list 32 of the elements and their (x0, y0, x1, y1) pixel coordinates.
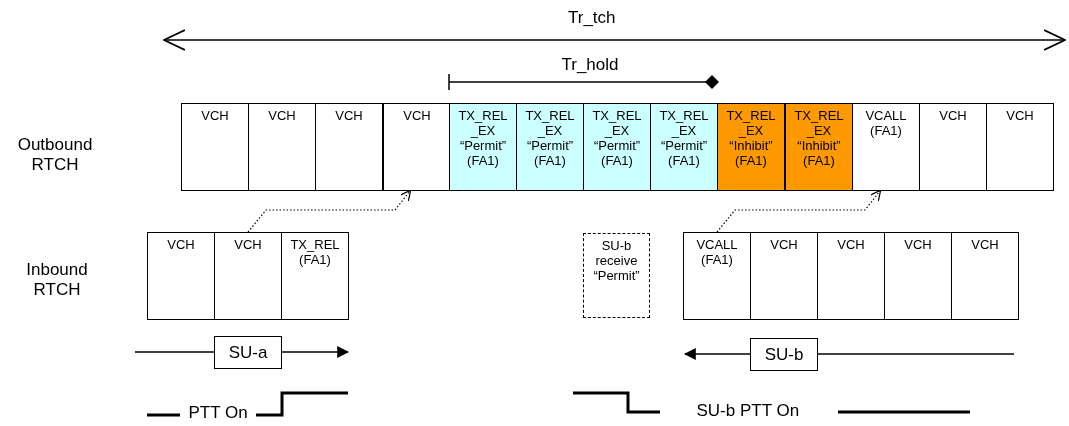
event-box: SU-b receive “Permit” (583, 233, 650, 318)
signal-label: PTT On (188, 403, 248, 423)
time-slot: VCALL (FA1) (683, 232, 751, 320)
arrow (716, 189, 882, 233)
time-slot: VCH (383, 103, 451, 191)
time-slot: VCH (214, 232, 282, 320)
station-box: SU-b (750, 338, 818, 371)
time-slot: TX_REL _EX “Permit” (FA1) (650, 103, 718, 191)
time-slot: VCH (884, 232, 952, 320)
time-slot: VCALL (FA1) (852, 103, 920, 191)
time-slot: TX_REL _EX “Inhibit” (FA1) (785, 103, 853, 191)
dimension-label: Tr_hold (561, 55, 619, 75)
station-box: SU-a (214, 336, 282, 369)
time-slot: VCH (817, 232, 885, 320)
time-slot: TX_REL _EX “Permit” (FA1) (583, 103, 651, 191)
dimension-label: Tr_tch (568, 8, 616, 28)
time-slot: VCH (951, 232, 1019, 320)
time-slot: TX_REL (FA1) (281, 232, 349, 320)
time-slot: VCH (315, 103, 383, 191)
signal-label: SU-b PTT On (696, 401, 800, 421)
time-slot: TX_REL _EX “Permit” (FA1) (449, 103, 517, 191)
row-label: Inbound RTCH (25, 260, 89, 300)
time-slot: TX_REL _EX “Permit” (FA1) (516, 103, 584, 191)
time-slot: TX_REL _EX “Inhibit” (FA1) (717, 103, 785, 191)
arrow (247, 189, 412, 233)
time-slot: VCH (181, 103, 249, 191)
time-slot: VCH (147, 232, 215, 320)
time-slot: VCH (248, 103, 316, 191)
time-slot: VCH (919, 103, 987, 191)
row-label: Outbound RTCH (16, 135, 94, 175)
time-slot: VCH (750, 232, 818, 320)
time-slot: VCH (986, 103, 1054, 191)
